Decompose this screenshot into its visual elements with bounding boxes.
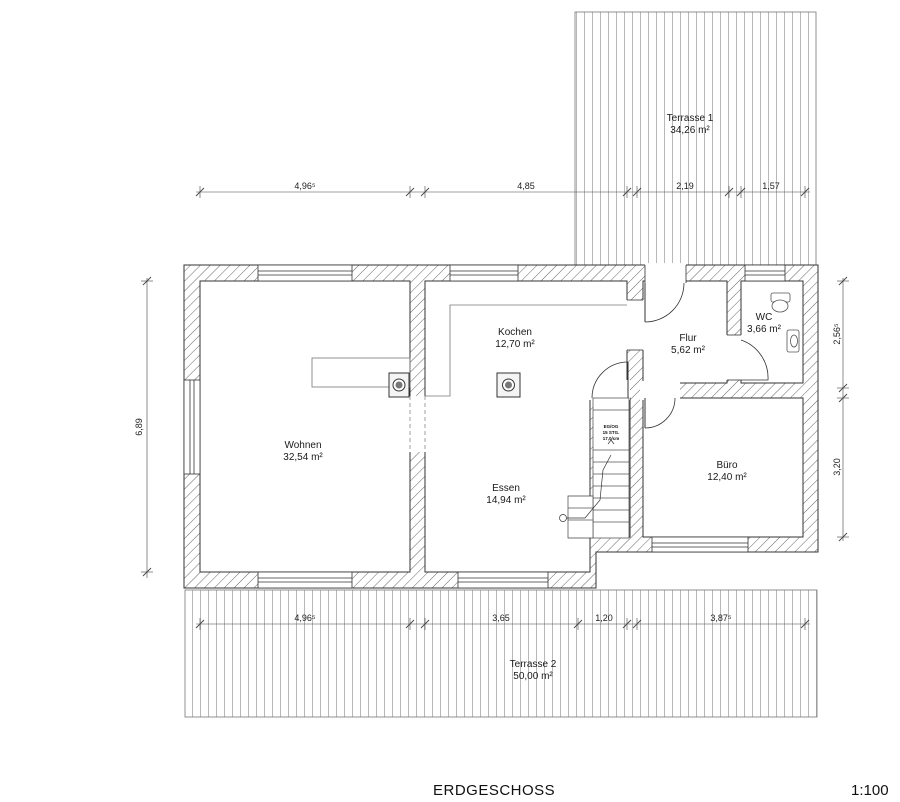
dim-bottom-3: 1,20	[595, 613, 613, 623]
stair-label-line1: EG/OG	[604, 424, 619, 429]
floor-plan: EG/OG 15 STG. 17,0/cm	[134, 11, 849, 718]
room-area-buero: 12,40 m²	[707, 472, 747, 483]
chimney-left	[388, 372, 410, 398]
door-wc	[726, 334, 769, 381]
dim-right-1: 2,56⁵	[832, 323, 842, 345]
doors	[408, 263, 769, 452]
room-name-wc: WC	[756, 312, 773, 323]
room-area-flur: 5,62 m²	[671, 345, 706, 356]
room-name-buero: Büro	[716, 460, 738, 471]
dim-top-4: 1,57	[762, 181, 780, 191]
room-name-terrasse2: Terrasse 2	[510, 659, 557, 670]
room-name-essen: Essen	[492, 483, 520, 494]
dim-bottom-2: 3,65	[492, 613, 510, 623]
room-area-wc: 3,66 m²	[747, 324, 782, 335]
dimension-ticks	[142, 187, 848, 629]
washbasin	[786, 329, 800, 353]
room-area-kochen: 12,70 m²	[495, 339, 535, 350]
room-name-kochen: Kochen	[498, 327, 532, 338]
room-name-flur: Flur	[679, 333, 697, 344]
room-area-essen: 14,94 m²	[486, 495, 526, 506]
terrace-2	[184, 589, 818, 718]
dim-top-1: 4,96⁵	[294, 181, 316, 191]
kitchen-fixtures	[311, 304, 627, 397]
dim-left-1: 6,89	[134, 418, 144, 436]
dim-bottom-1: 4,96⁵	[294, 613, 316, 623]
opening-wohnen-essen	[408, 396, 427, 452]
room-area-terrasse1: 34,26 m²	[670, 125, 710, 136]
room-area-wohnen: 32,54 m²	[283, 452, 323, 463]
drawing-title: ERDGESCHOSS	[433, 782, 556, 799]
door-kitchen-flur	[626, 299, 644, 351]
window-wohnen-left	[183, 379, 201, 475]
window-wohnen-bottom	[257, 571, 353, 589]
window-wc-top	[744, 264, 786, 282]
staircase	[559, 397, 630, 539]
room-name-wohnen: Wohnen	[284, 440, 321, 451]
window-wohnen-top	[257, 264, 353, 282]
entrance-door	[644, 263, 687, 323]
dim-top-2: 4,85	[517, 181, 535, 191]
toilet	[770, 292, 791, 313]
kitchen-island	[311, 357, 411, 388]
stair-label-line3: 17,0/cm	[603, 436, 620, 441]
room-area-terrasse2: 50,00 m²	[513, 671, 553, 682]
wc-fixtures	[770, 292, 800, 353]
terrace-1	[574, 11, 817, 266]
dim-bottom-4: 3,87⁵	[710, 613, 732, 623]
dimension-lines	[141, 186, 849, 630]
window-buero-bottom	[651, 536, 749, 553]
room-name-terrasse1: Terrasse 1	[667, 113, 714, 124]
kitchen-counter	[425, 304, 627, 397]
stair-label-line2: 15 STG.	[603, 430, 620, 435]
door-buero	[640, 381, 680, 429]
dim-right-2: 3,20	[832, 458, 842, 476]
window-essen-bottom	[457, 571, 549, 589]
drawing-scale: 1:100	[851, 782, 889, 799]
dim-top-3: 2,19	[676, 181, 694, 191]
chimney-center	[496, 372, 521, 398]
windows	[183, 264, 786, 589]
window-kochen-top	[449, 264, 519, 282]
door-flur-essen	[588, 361, 630, 400]
